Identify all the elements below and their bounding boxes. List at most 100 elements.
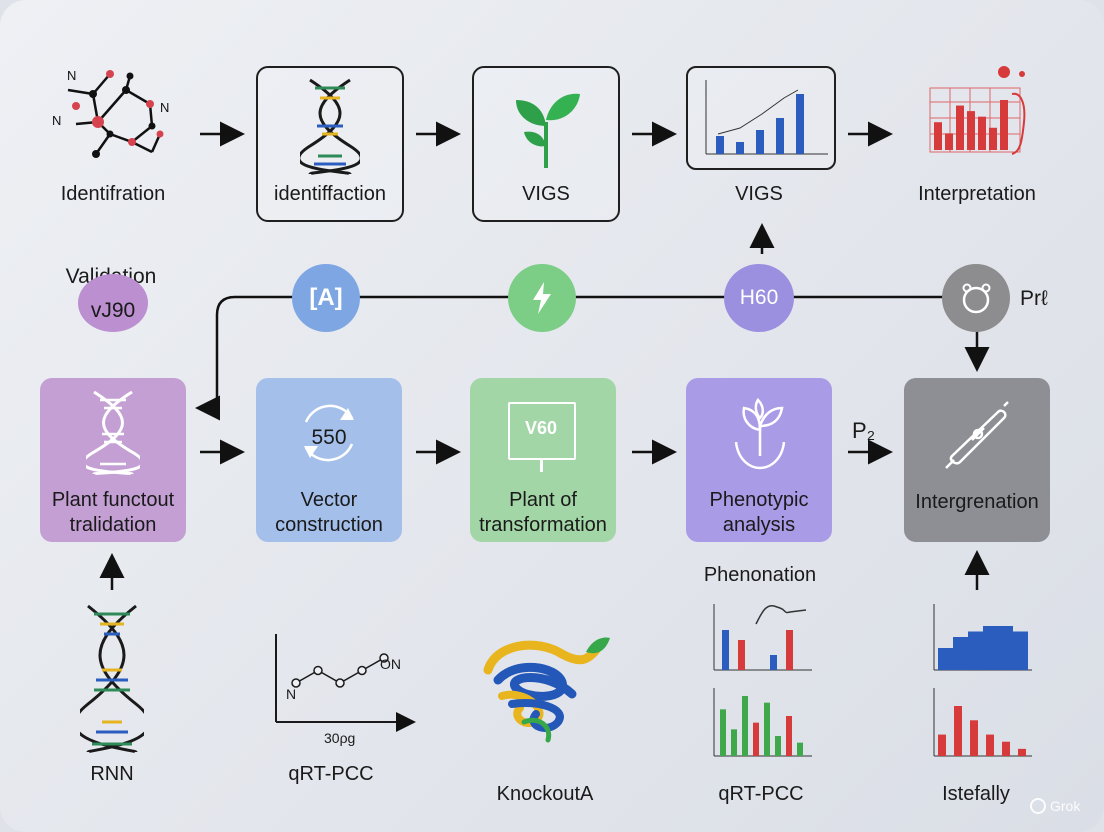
phen1-bar bbox=[722, 630, 729, 670]
phen2-bar bbox=[720, 709, 726, 756]
blue-circle-text: [A] bbox=[309, 284, 343, 311]
vigs-box[interactable]: VIGS bbox=[472, 66, 620, 222]
interp-bar bbox=[1000, 100, 1008, 150]
qrt-point bbox=[357, 665, 367, 676]
gray-circle[interactable] bbox=[942, 264, 1010, 332]
ist1-bar bbox=[968, 631, 983, 670]
knockout-protein-icon bbox=[483, 637, 610, 743]
dna-outline-icon bbox=[86, 390, 140, 476]
ist2-bar bbox=[954, 706, 962, 756]
dna-rnn-icon bbox=[80, 604, 144, 754]
grok-icon bbox=[1030, 798, 1046, 814]
intergrenation-box[interactable]: Intergrenation bbox=[904, 378, 1050, 542]
qrt-point bbox=[335, 678, 345, 688]
phenonation-label: Phenonation bbox=[703, 564, 817, 586]
ist2-bar bbox=[938, 734, 946, 756]
phen2-bar bbox=[731, 729, 737, 756]
qrt-n-right: ON bbox=[380, 656, 401, 672]
identification-label: identiffaction bbox=[274, 183, 386, 205]
phen1-bar bbox=[770, 655, 777, 670]
qrt1-label: qRT-PCC bbox=[288, 763, 374, 785]
interp-bar bbox=[978, 116, 986, 150]
vigs-bar bbox=[796, 94, 804, 154]
pr-label: Prℓ bbox=[1020, 287, 1048, 310]
vigs-bar bbox=[756, 130, 764, 154]
step4-label: VIGS bbox=[735, 183, 783, 205]
interp-bar bbox=[989, 127, 997, 150]
interp-bar bbox=[967, 111, 975, 150]
p2-label: P₂ bbox=[852, 418, 876, 443]
phen2-bar bbox=[753, 722, 759, 756]
watermark: Grok bbox=[1030, 798, 1080, 814]
capsule-icon bbox=[945, 401, 1009, 469]
vector-construction-label: Vector construction bbox=[275, 489, 383, 536]
step1-label: Identifration bbox=[60, 183, 166, 205]
phen2-bar bbox=[742, 696, 748, 756]
watermark-text: Grok bbox=[1050, 798, 1081, 814]
intergrenation-label: Intergrenation bbox=[915, 491, 1039, 513]
phen2-bar bbox=[797, 742, 803, 756]
interp-bar bbox=[945, 133, 953, 150]
plant-transformation-label: Plant of transformation bbox=[479, 489, 607, 536]
phen2-bar bbox=[775, 736, 781, 756]
phen2-bar bbox=[786, 716, 792, 756]
identification-box[interactable]: identiffaction bbox=[256, 66, 404, 222]
vector-construction-box[interactable]: 550 Vector construction bbox=[256, 378, 402, 542]
qrt-x-label: 30ρg bbox=[324, 730, 356, 746]
board-stand bbox=[540, 458, 543, 472]
blue-circle[interactable]: [A] bbox=[292, 264, 360, 332]
plant-function-label: Plant functout tralidation bbox=[51, 489, 175, 536]
molecule-icon: N N N bbox=[52, 68, 169, 158]
ist1-bar bbox=[1013, 631, 1028, 670]
top-interpretation-chart bbox=[929, 66, 1026, 155]
qrt-point bbox=[291, 678, 301, 688]
vigs-bar bbox=[776, 118, 784, 154]
vigs-label: VIGS bbox=[522, 183, 570, 205]
feedback-line bbox=[195, 295, 975, 421]
phen2-bar bbox=[764, 702, 770, 756]
plant-transformation-box[interactable]: V60 Plant of transformation bbox=[470, 378, 616, 542]
sprout-hand-icon bbox=[734, 398, 786, 470]
istefally-chart-2 bbox=[933, 688, 1032, 757]
ist2-bar bbox=[986, 734, 994, 756]
qrt-point bbox=[379, 653, 389, 663]
plant-icon bbox=[516, 93, 580, 168]
interp-bar bbox=[934, 122, 942, 150]
ist1-bar bbox=[953, 637, 968, 670]
svg-text:N: N bbox=[67, 68, 76, 83]
cycle-icon bbox=[304, 404, 354, 462]
vigs-chart-box[interactable] bbox=[686, 66, 836, 170]
qrt-line-chart bbox=[275, 634, 416, 732]
vigs-bar bbox=[716, 136, 724, 154]
ist1-bar bbox=[998, 626, 1013, 670]
top-vigs-chart bbox=[705, 80, 828, 155]
istefally-label: Istefally bbox=[942, 783, 1010, 805]
istefally-chart-1 bbox=[933, 604, 1032, 671]
plant-function-box[interactable]: Plant functout tralidation bbox=[40, 378, 186, 542]
vigs-bar bbox=[736, 142, 744, 154]
interp-bar bbox=[956, 105, 964, 150]
violet-circle[interactable]: H60 bbox=[724, 264, 794, 332]
step5-label: Interpretation bbox=[918, 183, 1036, 205]
rnn-label: RNN bbox=[90, 763, 134, 785]
svg-text:N: N bbox=[160, 100, 169, 115]
ist2-bar bbox=[970, 720, 978, 756]
board-text: V60 bbox=[524, 418, 558, 438]
vector-number: 550 bbox=[311, 426, 347, 449]
ist2-bar bbox=[1018, 748, 1026, 756]
phenotypic-analysis-box[interactable]: Phenotypic analysis bbox=[686, 378, 832, 542]
phenonation-chart-1 bbox=[713, 604, 812, 671]
phenotypic-analysis-label: Phenotypic analysis bbox=[709, 489, 809, 536]
qrt2-label: qRT-PCC bbox=[718, 783, 804, 805]
validation-circle-text: vJ90 bbox=[90, 299, 136, 322]
ist1-bar bbox=[938, 648, 953, 670]
ist2-bar bbox=[1002, 741, 1010, 756]
svg-text:N: N bbox=[52, 113, 61, 128]
dna-icon bbox=[300, 78, 360, 176]
validation-circle[interactable]: vJ90 bbox=[78, 274, 148, 332]
green-circle[interactable] bbox=[508, 264, 576, 332]
phen1-bar bbox=[786, 630, 793, 670]
violet-circle-text: H60 bbox=[739, 286, 779, 309]
